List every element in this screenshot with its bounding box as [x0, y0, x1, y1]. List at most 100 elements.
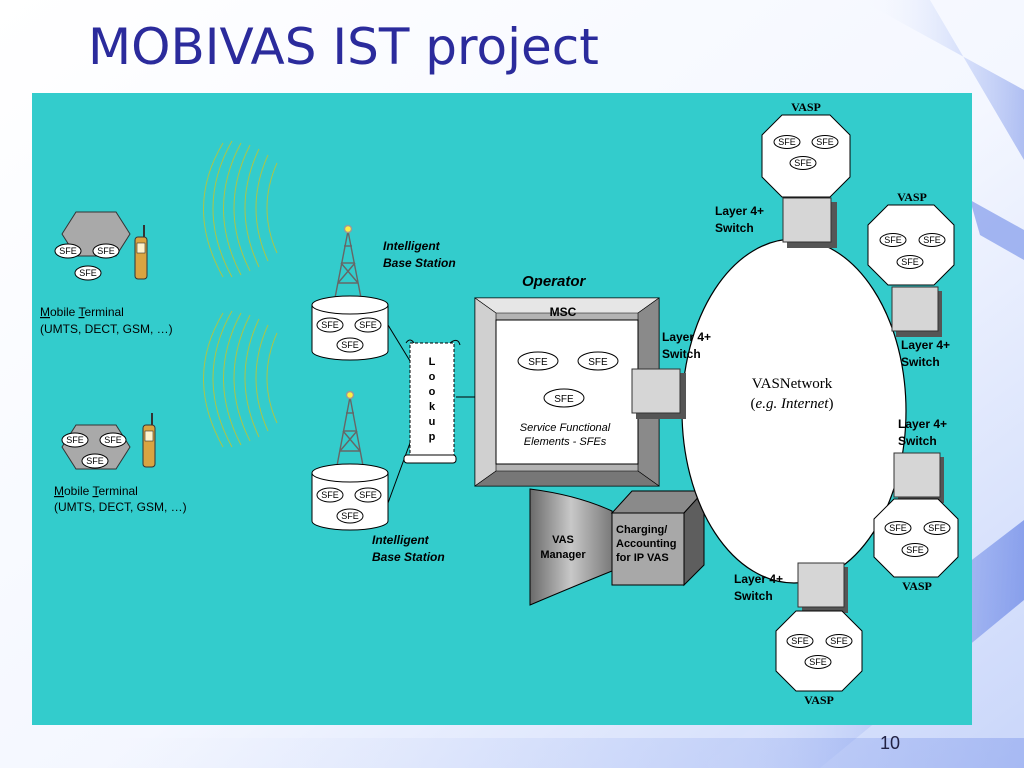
svg-text:SFE: SFE	[341, 340, 359, 350]
svg-text:VASP: VASP	[897, 190, 927, 204]
svg-text:SFE: SFE	[554, 394, 574, 405]
svg-text:Switch: Switch	[715, 221, 754, 235]
mobile-terminal-label: Mobile Terminal	[40, 305, 124, 319]
svg-text:SFE: SFE	[794, 158, 812, 168]
antenna-tower-icon	[333, 224, 363, 304]
mobile-terminal-label: Mobile Terminal	[54, 484, 138, 498]
svg-text:SFE: SFE	[86, 456, 104, 466]
operator-label: Operator	[522, 273, 587, 290]
layer4-switch-bottom: Layer 4+ Switch	[734, 562, 848, 613]
sfe-caption: Service Functional	[520, 422, 611, 434]
base-station-label: Intelligent	[372, 533, 430, 547]
lookup-letter: k	[429, 401, 436, 413]
svg-text:Layer 4+: Layer 4+	[734, 572, 783, 586]
svg-text:SFE: SFE	[359, 490, 377, 500]
layer4-switch-top: Layer 4+ Switch	[715, 197, 837, 248]
sfe-node: SFE	[316, 487, 344, 503]
lookup-letter: u	[429, 416, 436, 428]
sfe-node: SFE	[789, 156, 817, 170]
sfe-node: SFE	[896, 255, 924, 269]
svg-text:SFE: SFE	[884, 235, 902, 245]
mobile-terminal-networks: (UMTS, DECT, GSM, …)	[54, 500, 187, 514]
mobile-terminal-2: SFE SFE SFE Mobile Terminal (UMTS, DECT,…	[54, 413, 187, 514]
svg-text:SFE: SFE	[906, 545, 924, 555]
lookup-letter: o	[429, 371, 436, 383]
svg-text:SFE: SFE	[816, 137, 834, 147]
sfe-node: SFE	[918, 233, 946, 247]
sfe-node: SFE	[786, 634, 814, 648]
vasp-lower-right: SFE SFE SFE VASP	[873, 498, 959, 593]
sfe-node: SFE	[81, 453, 109, 469]
svg-text:VASP: VASP	[804, 693, 834, 707]
decorative-streak	[860, 0, 1024, 160]
svg-text:VASP: VASP	[791, 100, 821, 114]
svg-text:SFE: SFE	[928, 523, 946, 533]
svg-text:SFE: SFE	[359, 320, 377, 330]
intelligent-base-station-2: SFE SFE SFE Intelligent Base Station	[311, 390, 445, 564]
sfe-node: SFE	[354, 487, 382, 503]
sfe-node: SFE	[773, 135, 801, 149]
svg-text:SFE: SFE	[59, 246, 77, 256]
vasp-upper-right: VASP SFE SFE SFE	[867, 190, 955, 286]
decorative-streak	[970, 200, 1024, 260]
svg-text:Switch: Switch	[898, 434, 937, 448]
intelligent-base-station-1: SFE SFE SFE Intelligent Base Station	[311, 224, 456, 361]
vas-manager-label: Manager	[540, 549, 586, 561]
base-station-label: Base Station	[383, 256, 456, 270]
page-number: 10	[880, 733, 901, 753]
svg-text:SFE: SFE	[341, 511, 359, 521]
svg-text:SFE: SFE	[923, 235, 941, 245]
vas-network-label: VASNetwork	[752, 376, 833, 392]
sfe-node: SFE	[336, 337, 364, 353]
radio-waves-lower	[203, 310, 278, 448]
sfe-node: SFE	[354, 317, 382, 333]
sfe-node: SFE	[61, 432, 89, 448]
mobile-terminal-networks: (UMTS, DECT, GSM, …)	[40, 322, 173, 336]
svg-text:Switch: Switch	[662, 347, 701, 361]
svg-text:SFE: SFE	[79, 268, 97, 278]
sfe-node: SFE	[316, 317, 344, 333]
sfe-node: SFE	[825, 634, 853, 648]
charging-label: Charging/	[616, 524, 667, 536]
base-station-label: Intelligent	[383, 239, 441, 253]
mobile-phone-icon	[142, 413, 156, 468]
sfe-node: SFE	[879, 233, 907, 247]
mobile-terminal-1: SFE SFE SFE Mobile Terminal (UMTS, DECT,…	[40, 211, 173, 336]
svg-text:SFE: SFE	[321, 320, 339, 330]
connection-lines	[387, 324, 475, 504]
sfe-node: SFE	[517, 351, 559, 371]
sfe-node: SFE	[804, 655, 832, 669]
svg-text:Switch: Switch	[901, 355, 940, 369]
sfe-node: SFE	[92, 243, 120, 259]
sfe-node: SFE	[884, 521, 912, 535]
svg-text:SFE: SFE	[588, 357, 608, 368]
sfe-node: SFE	[54, 243, 82, 259]
charging-label: Accounting	[616, 538, 677, 550]
layer4-switch-msc: Layer 4+ Switch	[631, 330, 711, 419]
sfe-node: SFE	[74, 265, 102, 281]
svg-text:Layer 4+: Layer 4+	[898, 417, 947, 431]
svg-text:Switch: Switch	[734, 589, 773, 603]
base-station-label: Base Station	[372, 550, 445, 564]
svg-text:SFE: SFE	[889, 523, 907, 533]
svg-text:SFE: SFE	[809, 657, 827, 667]
vas-manager: VAS Manager	[529, 488, 613, 606]
vasp-bottom: SFE SFE SFE VASP	[775, 610, 863, 707]
svg-text:SFE: SFE	[791, 636, 809, 646]
svg-text:VASP: VASP	[902, 579, 932, 593]
msc-box: MSC SFE SFE SFE Service Functional Eleme…	[474, 297, 660, 487]
sfe-node: SFE	[901, 543, 929, 557]
sfe-node: SFE	[577, 351, 619, 371]
sfe-node: SFE	[543, 388, 585, 408]
lookup-letter: L	[429, 356, 436, 368]
sfe-node: SFE	[336, 508, 364, 524]
charging-label: for IP VAS	[616, 552, 669, 564]
mobile-phone-icon	[134, 225, 148, 280]
svg-text:SFE: SFE	[66, 435, 84, 445]
sfe-node: SFE	[923, 521, 951, 535]
layer4-switch-upper-right: Layer 4+ Switch	[891, 286, 950, 369]
antenna-tower-icon	[335, 390, 365, 472]
vas-manager-label: VAS	[552, 534, 574, 546]
layer4-switch-lower-right: Layer 4+ Switch	[893, 417, 947, 503]
